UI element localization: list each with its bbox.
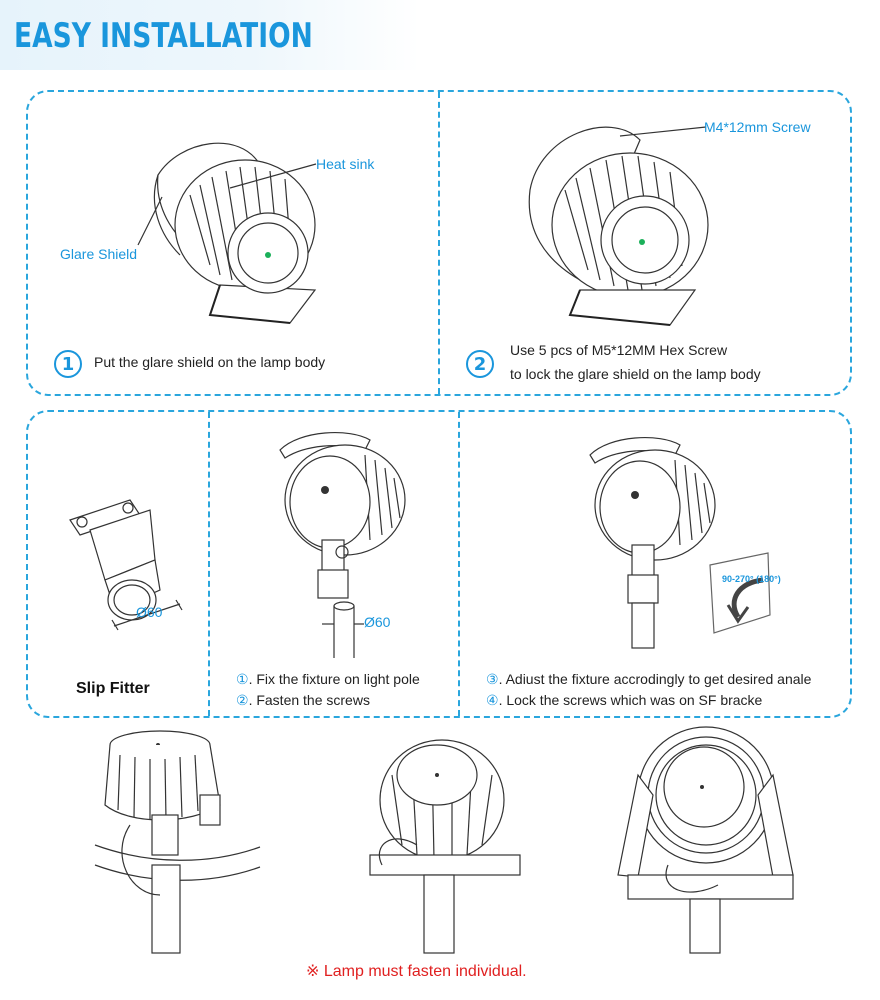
pole-step-2-num: ②: [236, 692, 249, 708]
fixture-on-pole-illustration: [279, 432, 406, 599]
step-2-text-line1: Use 5 pcs of M5*12MM Hex Screw: [510, 342, 728, 358]
slip-fitter-dimension-line: [111, 599, 183, 631]
lamp-screwed-illustration: [528, 126, 709, 326]
step-1-badge: 1: [54, 350, 82, 378]
heat-sink-leader-line: [229, 163, 317, 189]
step-2-badge: 2: [466, 350, 494, 378]
page-title: EASY INSTALLATION: [14, 16, 313, 56]
header-band: [0, 0, 420, 70]
mounted-lamp-side-view-illustration: [94, 730, 261, 954]
step-2-text-line2: to lock the glare shield on the lamp bod…: [510, 366, 761, 382]
pole-step-1: ①. Fix the fixture on light pole: [236, 667, 420, 691]
top-panel: [26, 90, 852, 396]
adjust-step-3-text: . Adiust the fixture accrodingly to get …: [498, 671, 812, 687]
screw-callout: M4*12mm Screw: [704, 119, 811, 135]
lamp-with-glare-shield-illustration: [153, 142, 317, 324]
mounted-lamp-front-view-illustration: [617, 726, 794, 954]
middle-panel: [26, 410, 852, 718]
pole-step-1-text: . Fix the fixture on light pole: [248, 671, 420, 687]
adjust-step-3: ③. Adiust the fixture accrodingly to get…: [486, 667, 811, 691]
glare-shield-callout: Glare Shield: [60, 246, 138, 262]
middle-divider-2: [458, 412, 460, 716]
slip-fitter-illustration: [69, 499, 161, 621]
screw-leader-line: [619, 126, 707, 137]
fixture-adjust-illustration: [589, 437, 716, 649]
pole-dimension: Ø60: [364, 614, 391, 630]
glare-shield-leader-line: [137, 196, 163, 246]
slip-fitter-dimension: Ø60: [136, 604, 163, 620]
mounted-lamp-rear-view-illustration: [369, 739, 521, 954]
angle-label: 90-270° (180°): [722, 574, 781, 584]
top-panel-divider: [438, 92, 440, 394]
heat-sink-callout: Heat sink: [316, 156, 375, 172]
rotation-arrow-icon: [709, 552, 771, 634]
footer-warning-note: ※ Lamp must fasten individual.: [306, 963, 527, 980]
adjust-step-3-num: ③: [486, 671, 499, 687]
adjust-step-4: ④. Lock the screws which was on SF brack…: [486, 688, 762, 712]
middle-divider-1: [208, 412, 210, 716]
adjust-step-4-num: ④: [486, 692, 499, 708]
step-1-text: Put the glare shield on the lamp body: [94, 354, 326, 370]
pole-pipe-illustration: [322, 601, 364, 658]
pole-step-2: ②. Fasten the screws: [236, 688, 370, 712]
pole-step-2-text: . Fasten the screws: [248, 692, 370, 708]
slip-fitter-label: Slip Fitter: [76, 680, 150, 697]
pole-step-1-num: ①: [236, 671, 249, 687]
adjust-step-4-text: . Lock the screws which was on SF bracke: [498, 692, 763, 708]
